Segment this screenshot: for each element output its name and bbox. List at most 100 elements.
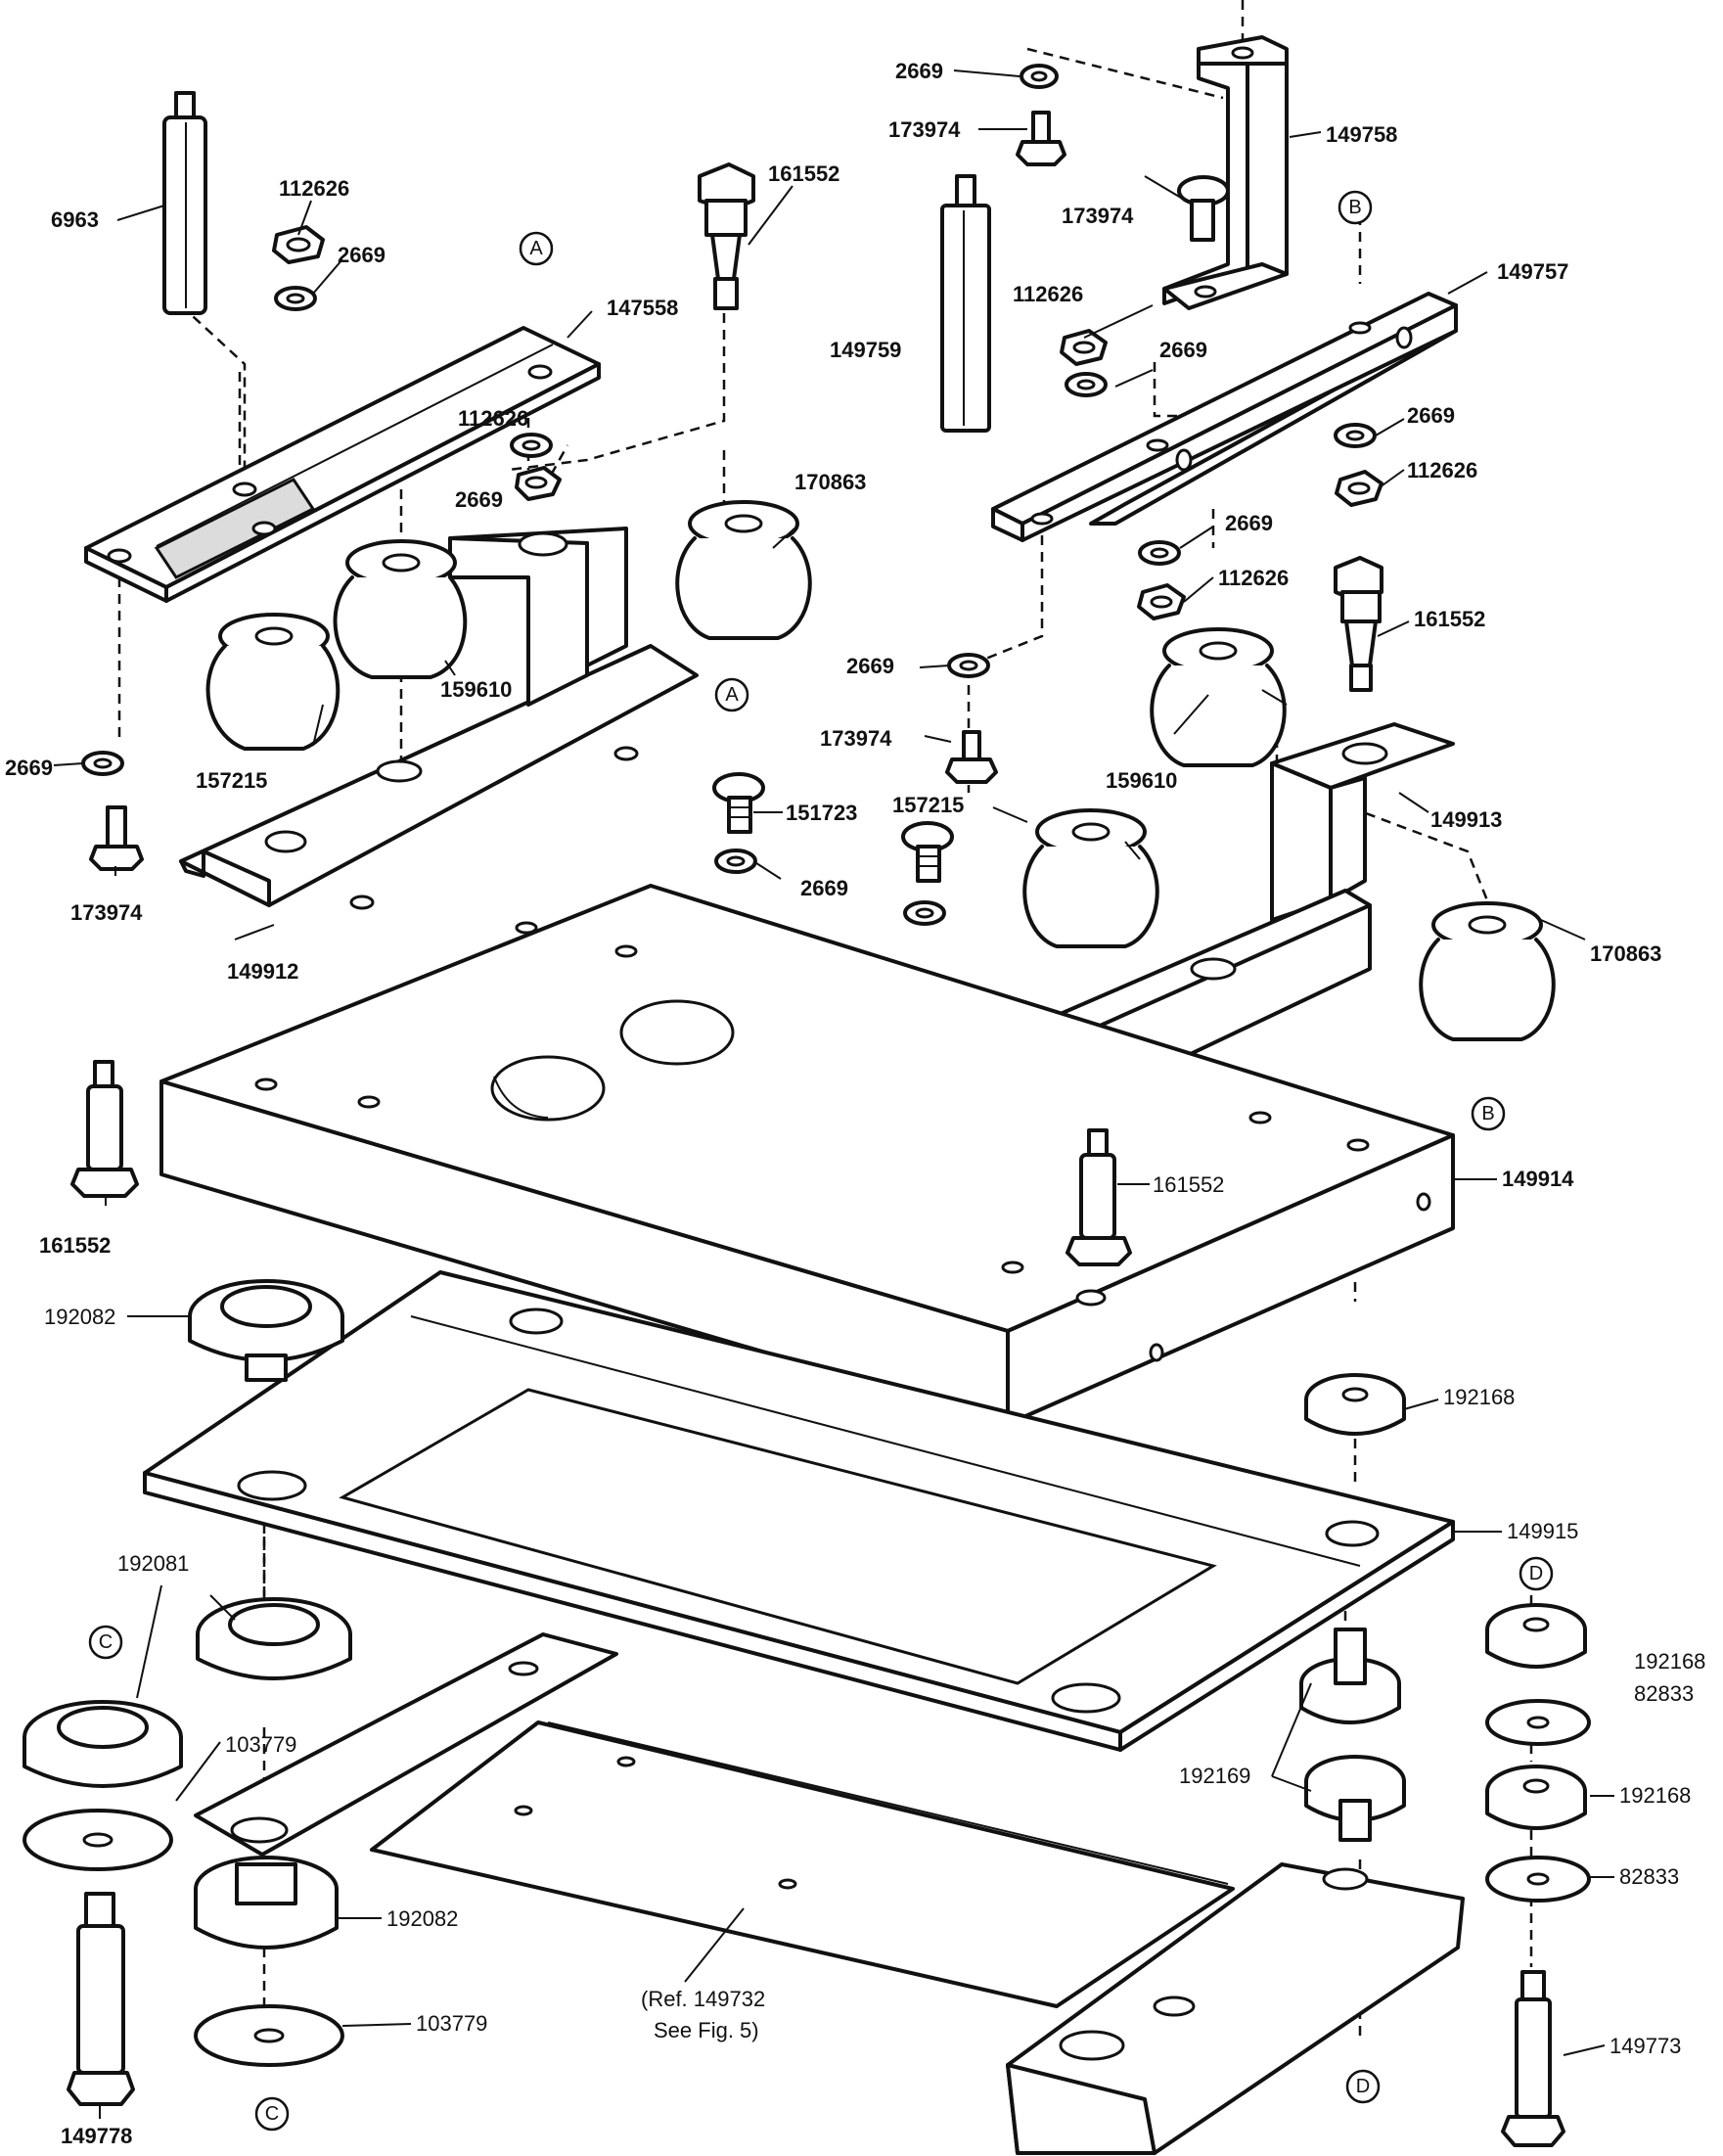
nut-washer-112626-a [272,225,325,311]
standoff-6963 [162,91,207,315]
callout-a-top: A [519,231,554,266]
label-149757: 149757 [1497,259,1568,284]
reference-line-2: See Fig. 5) [654,2018,759,2042]
washer-screw-left [81,751,144,871]
label-112626-d: 112626 [458,406,528,431]
label-2669-e: 2669 [455,487,503,512]
bracket-149758 [1162,35,1289,310]
plate-149915 [143,1270,1455,1752]
shaft-149778 [67,1892,135,2106]
label-192168-c: 192168 [1619,1783,1691,1808]
label-149773: 149773 [1610,2034,1681,2058]
shaft-149773 [1501,1970,1565,2147]
label-173974-b: 173974 [1062,204,1134,228]
mount-157215-a [205,613,340,751]
nut-washer-112626-b [510,433,562,501]
label-112626-e: 112626 [1218,566,1289,590]
label-2669-f: 2669 [1225,511,1273,535]
gear-192169-b [1304,1755,1406,1842]
label-192082-b: 192082 [386,1906,458,1931]
label-173974-d: 173974 [70,900,143,925]
label-149914: 149914 [1502,1167,1574,1191]
label-149913: 149913 [1430,807,1502,832]
label-149778: 149778 [61,2124,132,2148]
callout-c-left-label: C [99,1631,113,1653]
gear-192168-b [1485,1603,1587,1669]
label-161552-c: 161552 [1153,1172,1224,1197]
mount-170863-a [675,500,812,640]
label-147558: 147558 [607,296,678,320]
callout-a-bottom: A [714,677,749,712]
label-192081: 192081 [117,1551,189,1576]
mount-170863-b [1419,901,1556,1041]
washer-82833-b [1485,1856,1591,1903]
washer-screw-173974-c [945,653,998,784]
label-2669-a: 2669 [338,243,385,267]
rack-bar [194,1632,1465,2155]
nut-washer-112626-d [1334,423,1383,507]
washer-103779-b [194,2004,344,2067]
label-2669-h: 2669 [5,756,53,780]
callout-b-bottom: B [1471,1096,1506,1131]
bolt-161552-b [1334,556,1383,692]
label-2669-b: 2669 [895,59,943,83]
callout-a-bottom-label: A [725,684,739,706]
label-2669-g: 2669 [846,654,894,678]
label-161552-a: 161552 [768,161,839,186]
washer-82833-a [1485,1699,1591,1746]
label-192168-a: 192168 [1443,1385,1515,1409]
callout-b-top: B [1338,190,1373,225]
nut-washer-112626-e [1137,540,1186,620]
label-103779-a: 103779 [225,1732,296,1757]
gear-192081-a [196,1597,352,1680]
label-149912: 149912 [227,959,298,984]
mount-159610-b [1150,627,1287,767]
gear-192169-a [1299,1628,1401,1724]
label-170863-b: 170863 [1590,941,1661,966]
label-2669-i: 2669 [800,876,848,900]
label-159610-a: 159610 [440,677,512,702]
label-173974-a: 173974 [888,117,961,142]
label-103779-b: 103779 [416,2011,487,2036]
stud-161552-d [1066,1128,1132,1266]
bolt-161552-a [698,162,755,310]
label-161552-d: 161552 [39,1233,111,1258]
screw-173974-mid [1177,175,1230,242]
label-157215-b: 157215 [892,793,964,817]
callout-d-right-label: D [1529,1563,1543,1584]
callout-c-left: C [88,1625,123,1660]
base-block-149914 [159,884,1455,1426]
mount-159610-a [333,539,468,679]
bracket-149757 [991,292,1458,542]
label-192082-a: 192082 [44,1305,115,1329]
callout-d-bottom-label: D [1356,2076,1370,2097]
label-112626-a: 112626 [279,176,349,201]
label-192169: 192169 [1179,1764,1250,1788]
label-173974-c: 173974 [820,726,892,751]
washer-103779-a [23,1809,173,1871]
label-151723: 151723 [786,801,857,825]
leader-lines [53,69,1614,2119]
label-2669-c: 2669 [1159,338,1207,362]
gear-192082-a [188,1279,344,1382]
gear-192168-c [1485,1765,1587,1830]
label-82833-a: 82833 [1634,1681,1694,1706]
bracket-149912 [179,527,699,910]
gear-192168-a [1304,1373,1406,1436]
callout-d-bottom: D [1345,2069,1381,2104]
reference-line-1: (Ref. 149732 [641,1987,765,2011]
label-112626-b: 112626 [1013,282,1083,306]
part-labels: 6963 112626 2669 147558 161552 2669 1739… [5,59,1705,2148]
screw-173974-top [1016,111,1066,166]
screw-157215 [901,821,954,926]
screw-151723 [712,772,765,874]
label-82833-b: 82833 [1619,1864,1679,1889]
stud-161552-c [70,1060,139,1198]
callout-c-bottom: C [254,2096,290,2132]
label-112626-c: 112626 [1407,458,1477,482]
label-2669-d: 2669 [1407,403,1455,428]
label-149759: 149759 [830,338,901,362]
callout-b-top-label: B [1348,197,1361,218]
label-192168-b: 192168 [1634,1649,1705,1674]
callout-d-right: D [1519,1556,1554,1591]
